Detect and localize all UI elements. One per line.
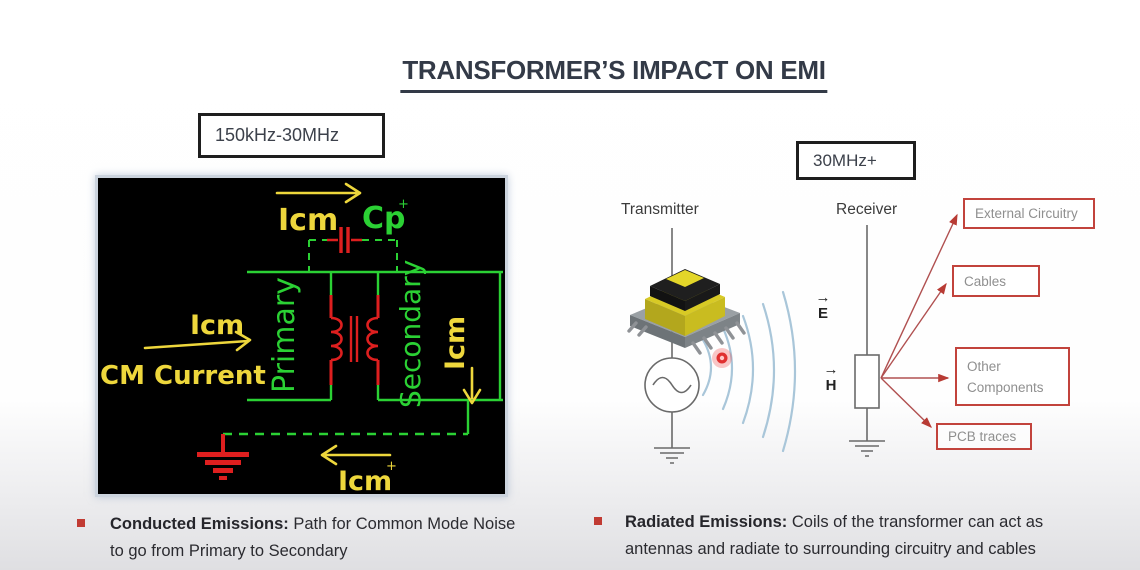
h-vector-arrow-icon: →: [823, 361, 839, 378]
icm-left-label: Icm: [190, 310, 244, 341]
page-title: TRANSFORMER’S IMPACT ON EMI: [400, 55, 828, 93]
conducted-emissions-diagram: Icm Cp + Icm CM Current Primary Secondar…: [95, 175, 508, 497]
receiver-load-icon: [854, 354, 880, 409]
radiated-frequency-box: 30MHz+: [796, 141, 916, 180]
receiver-circuit: [849, 225, 885, 457]
radiated-caption: Radiated Emissions: Coils of the transfo…: [625, 513, 1044, 558]
conducted-bullet-icon: [77, 519, 85, 527]
cp-label: Cp: [362, 201, 406, 236]
coupling-rays: [880, 213, 958, 428]
h-field-label: → H: [814, 362, 848, 394]
conducted-caption: Conducted Emissions: Path for Common Mod…: [110, 515, 516, 560]
icm-right-label: Icm: [440, 316, 471, 370]
target-box-cables: Cables: [952, 265, 1040, 297]
circuit-labels: Icm Cp + Icm CM Current Primary Secondar…: [100, 197, 471, 497]
icm-bottom-label: Icm: [338, 466, 392, 494]
wire-lines: [223, 239, 503, 436]
radiated-emissions-diagram: [590, 195, 1140, 470]
e-field-label: → E: [806, 290, 840, 322]
secondary-label: Secondary: [394, 260, 427, 408]
conducted-frequency-box: 150kHz-30MHz: [198, 113, 385, 158]
transformer-photo: [627, 269, 746, 355]
circuit-svg: Icm Cp + Icm CM Current Primary Secondar…: [100, 182, 503, 497]
receiver-label: Receiver: [836, 201, 898, 218]
radiation-waves-icon: [701, 290, 797, 453]
target-box-pcb-traces: PCB traces: [936, 423, 1032, 450]
target-box-other-components: Other Components: [955, 347, 1070, 406]
transmitter-ground-icon: [654, 447, 690, 464]
radiated-bullet-icon: [594, 517, 602, 525]
primary-label: Primary: [267, 277, 302, 393]
icm-bottom-plus: +: [386, 459, 397, 474]
radiated-svg: [627, 213, 958, 464]
conducted-frequency-label: 150kHz-30MHz: [215, 125, 340, 145]
e-vector-arrow-icon: →: [815, 289, 831, 306]
transformer-symbol: [329, 295, 380, 385]
current-arrows: [143, 182, 482, 466]
target-box-external-circuitry: External Circuitry: [963, 198, 1095, 229]
cp-plus: +: [398, 197, 409, 212]
cm-current-label: CM Current: [100, 361, 266, 391]
cursor-dot: [712, 348, 732, 368]
radiated-frequency-label: 30MHz+: [813, 150, 877, 170]
transmitter-label: Transmitter: [621, 201, 699, 218]
ground-icon: [197, 434, 249, 480]
receiver-ground-icon: [849, 440, 885, 457]
parasitic-capacitor-symbol: [327, 227, 362, 253]
transmitter-circuit: [644, 228, 700, 464]
icm-top-label: Icm: [278, 203, 338, 238]
